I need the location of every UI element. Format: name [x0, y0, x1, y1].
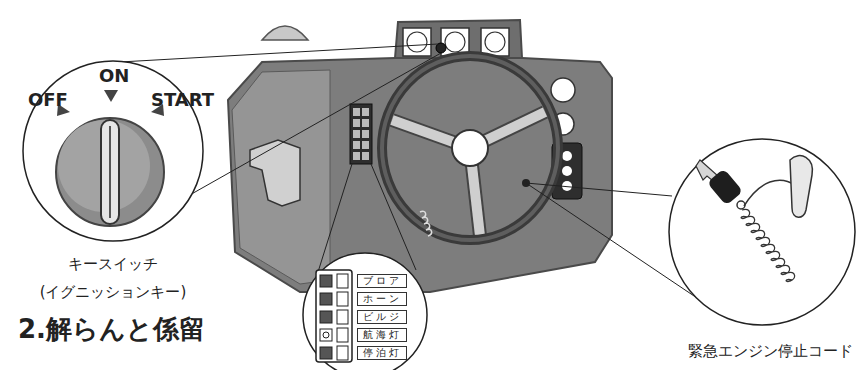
switch-label: ビルジ	[357, 310, 407, 324]
zoom-fill	[23, 61, 203, 241]
gauge-frame	[481, 28, 509, 56]
steering-wheel	[382, 56, 558, 240]
switch-grid	[353, 108, 369, 160]
coiled-cord	[741, 209, 794, 281]
leader-line	[120, 44, 700, 300]
switch-name: ホーン	[363, 293, 402, 305]
switch-icons	[320, 274, 348, 360]
dashboard-side-face	[232, 70, 330, 284]
section-heading: 2.解らんと係留	[18, 312, 205, 347]
caption: 緊急エンジン停止コード	[680, 341, 857, 361]
switch-label: 停泊灯	[357, 346, 407, 360]
key-head	[707, 168, 743, 205]
gauge-dial	[407, 32, 427, 52]
panel-button	[562, 151, 572, 161]
switch-position-label: ON	[99, 65, 129, 86]
key-coil-cord	[420, 211, 432, 236]
switch-position-label: OFF	[28, 89, 68, 110]
compass-dome	[262, 26, 308, 40]
switch-label: 航海灯	[357, 328, 407, 342]
gauge-dial	[445, 32, 465, 52]
position-marker	[104, 90, 118, 102]
switch-zoom-circle	[303, 253, 427, 370]
switch-name: 航海灯	[363, 329, 402, 341]
gauge-dial	[485, 32, 505, 52]
key-knob	[56, 118, 164, 226]
switch-name: 停泊灯	[363, 347, 402, 359]
gauge-frame	[403, 28, 431, 56]
cord-zoom-circle	[669, 139, 855, 325]
switch-panel	[350, 104, 372, 164]
zoom-circle	[23, 61, 203, 241]
switch-bezel	[316, 270, 352, 362]
caption: キースイッチ (イグニッションキー)	[28, 250, 198, 306]
switch-position-label: START	[151, 89, 214, 110]
cord-clip	[790, 156, 812, 218]
switch-name: ビルジ	[363, 311, 402, 323]
zoom-circle-outline	[23, 61, 203, 241]
switch-label: ホーン	[357, 292, 407, 306]
cord-strap	[744, 180, 795, 206]
switch-name: ブロア	[363, 275, 402, 287]
panel-button	[562, 166, 572, 176]
throttle-lever	[250, 140, 300, 206]
gauge-dial	[551, 78, 575, 102]
switch-label: ブロア	[357, 274, 407, 288]
key-ring	[737, 201, 745, 209]
key-switch-zoom: OFFONSTART	[23, 61, 203, 241]
key-slot	[101, 120, 119, 224]
key-slot-line	[109, 126, 111, 218]
